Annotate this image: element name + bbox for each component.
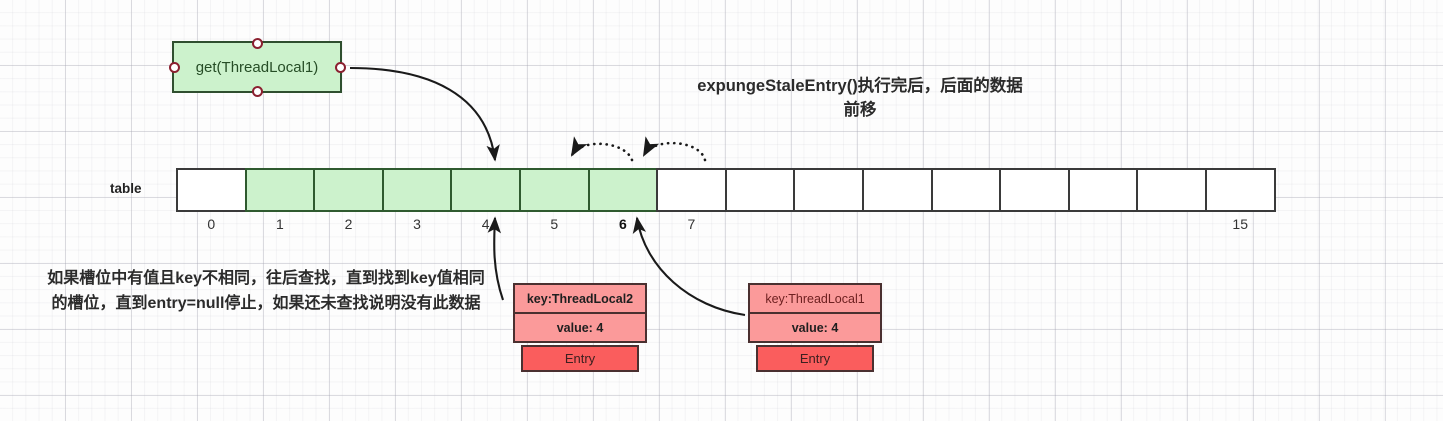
entry-footer: Entry — [521, 345, 639, 372]
table-cell[interactable] — [244, 168, 316, 212]
table-index-label: 3 — [413, 216, 421, 232]
table-row — [176, 168, 1276, 212]
get-node-label: get(ThreadLocal1) — [195, 58, 319, 76]
table-cell[interactable] — [176, 168, 247, 212]
table-cell[interactable] — [1204, 168, 1276, 212]
table-cell[interactable] — [930, 168, 1002, 212]
table-index-label: 5 — [550, 216, 559, 232]
table-cell[interactable] — [1136, 168, 1207, 212]
table-cell[interactable] — [861, 168, 933, 212]
entry-key: key:ThreadLocal2 — [513, 283, 647, 314]
entry-box-threadlocal2[interactable]: key:ThreadLocal2 value: 4 Entry — [513, 283, 647, 372]
table-index-label — [793, 216, 864, 236]
table-index-label — [999, 216, 1070, 236]
table-cell[interactable] — [999, 168, 1070, 212]
connector-dot-right[interactable] — [334, 61, 346, 73]
table-index-label: 7 — [687, 216, 696, 232]
entry-key: key:ThreadLocal1 — [748, 283, 882, 314]
table-index-label — [862, 216, 933, 236]
explanation-note: 如果槽位中有值且key不相同，往后查找，直到找到key值相同的槽位，直到entr… — [47, 270, 485, 312]
table-index-label: 2 — [344, 216, 353, 232]
dotted-arrow-shift-6-to-5 — [570, 136, 634, 162]
table-index-label: 4 — [481, 216, 490, 232]
table-cell[interactable] — [587, 168, 659, 212]
entry-value: value: 4 — [513, 312, 647, 343]
connector-dot-bottom[interactable] — [251, 85, 263, 97]
entry-footer: Entry — [756, 345, 874, 372]
table-index-label — [1068, 216, 1139, 236]
arrow-get-to-cell4 — [349, 66, 500, 162]
table-cell[interactable] — [793, 168, 864, 212]
get-threadlocal-node[interactable]: get(ThreadLocal1) — [168, 37, 346, 97]
table-index-label: 15 — [1232, 216, 1248, 232]
table-cell[interactable] — [518, 168, 590, 212]
connector-dot-left[interactable] — [168, 61, 180, 73]
table-cell[interactable] — [381, 168, 453, 212]
entry-value: value: 4 — [748, 312, 882, 343]
table-cell[interactable] — [1067, 168, 1139, 212]
table-index-label — [931, 216, 1002, 236]
dotted-arrow-shift-7-to-6 — [642, 136, 707, 162]
table-label: table — [110, 181, 142, 196]
table-index-row: 0 1 2 3 4 5 6 7 15 — [176, 216, 1276, 236]
table-index-label — [725, 216, 796, 236]
table-cell[interactable] — [450, 168, 521, 212]
connector-dot-top[interactable] — [251, 37, 263, 49]
table-index-label: 1 — [275, 216, 284, 232]
table-cell[interactable] — [656, 168, 727, 212]
diagram-title: expungeStaleEntry()执行完后，后面的数据前移 — [697, 77, 1023, 119]
table-index-label — [1136, 216, 1207, 236]
table-index-label: 6 — [618, 216, 627, 232]
table-cell[interactable] — [313, 168, 384, 212]
entry-box-threadlocal1[interactable]: key:ThreadLocal1 value: 4 Entry — [748, 283, 882, 372]
table-index-label: 0 — [207, 216, 216, 232]
table-cell[interactable] — [724, 168, 796, 212]
